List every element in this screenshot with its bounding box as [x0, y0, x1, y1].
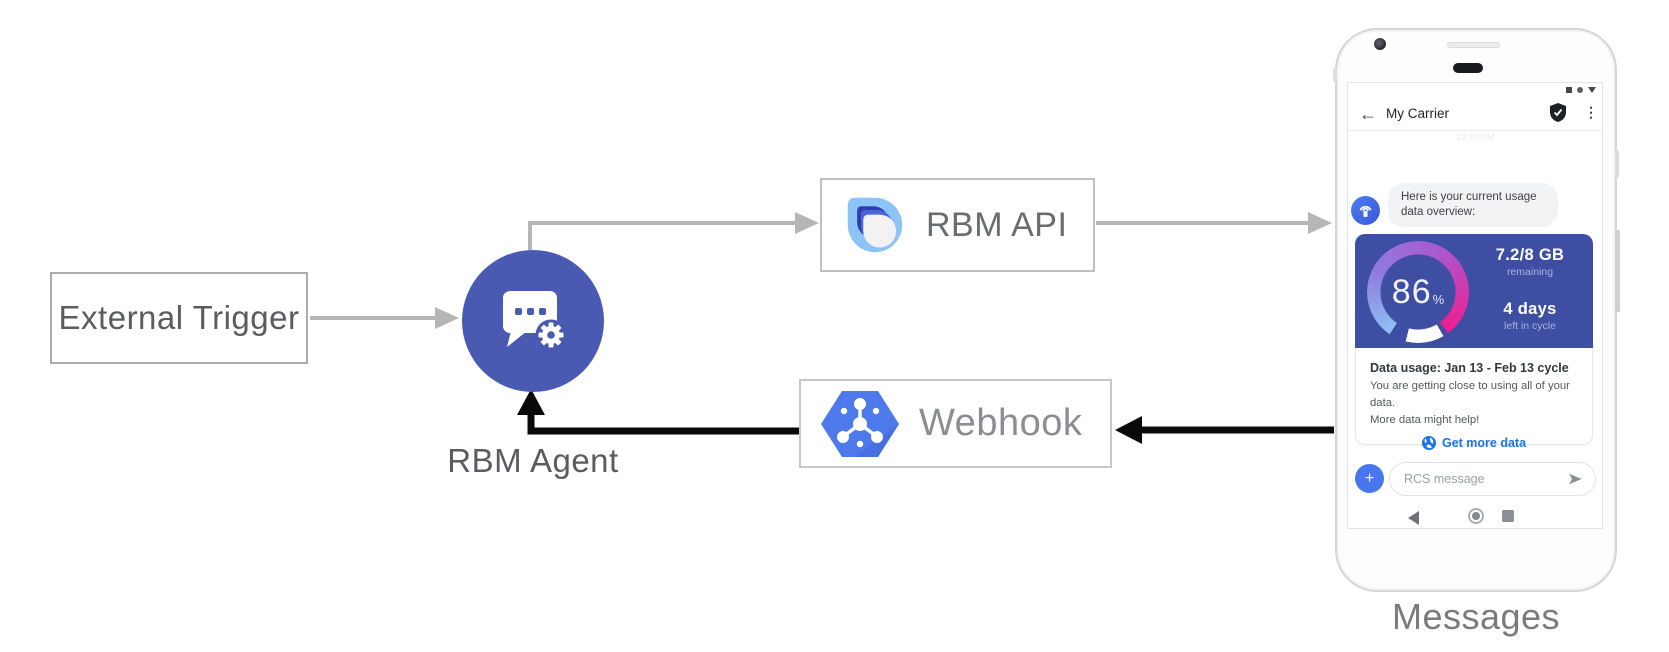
nav-back-button[interactable]: [1408, 511, 1419, 525]
back-button[interactable]: ←: [1359, 104, 1377, 124]
data-remaining-label: remaining: [1506, 266, 1554, 278]
node-external-trigger: External Trigger: [50, 272, 308, 364]
send-icon[interactable]: [1567, 471, 1583, 487]
usage-percent-value: 86: [1391, 272, 1432, 311]
sim-tray: [1333, 68, 1337, 82]
message-composer[interactable]: [1389, 462, 1596, 496]
usage-card-text-panel: Data usage: Jan 13 - Feb 13 cycle You ar…: [1355, 348, 1593, 450]
header-divider: [1348, 130, 1602, 131]
node-rbm-agent: [462, 250, 604, 392]
arrow-phone-to-webhook: [1115, 416, 1334, 444]
days-left-label: left in cycle: [1504, 320, 1556, 332]
usage-percent-symbol: %: [1432, 291, 1445, 307]
usage-donut-gauge: [1367, 241, 1469, 343]
get-more-data-action[interactable]: Get more data: [1370, 436, 1578, 450]
conversation-header: ← My Carrier ⋮: [1348, 101, 1602, 129]
bubble-line-1: Here is your current usage: [1401, 191, 1537, 203]
data-remaining-value: 7.2/8 GB: [1495, 246, 1565, 264]
rbm-api-label: RBM API: [926, 205, 1068, 244]
arrow-rbm-api-to-phone: [1096, 212, 1332, 234]
node-rbm-api: RBM API: [820, 178, 1095, 272]
add-attachment-button[interactable]: +: [1355, 464, 1384, 493]
agent-message-bubble: Here is your current usage data overview…: [1388, 183, 1558, 227]
status-bar: [1566, 87, 1596, 93]
usage-card-gauge-panel: 86 % 7.2/8 GB remaining 4 days left in c…: [1355, 234, 1593, 348]
overflow-menu-button[interactable]: ⋮: [1584, 104, 1598, 120]
globe-icon: [1421, 436, 1436, 450]
get-more-data-label[interactable]: Get more data: [1441, 436, 1527, 450]
usage-card-title: Data usage: Jan 13 - Feb 13 cycle: [1370, 361, 1569, 375]
arrow-external-trigger-to-agent: [310, 307, 459, 329]
usage-card-body-line-1: You are getting close to using all of yo…: [1370, 380, 1570, 409]
bubble-line-2: data overview:: [1401, 206, 1476, 218]
phone-caption: Messages: [1391, 596, 1561, 637]
volume-button: [1615, 150, 1619, 178]
earpiece: [1453, 63, 1483, 73]
nav-home-button[interactable]: [1468, 508, 1484, 524]
status-triangle-icon: [1588, 87, 1596, 93]
usage-rich-card: 86 % 7.2/8 GB remaining 4 days left in c…: [1355, 234, 1593, 450]
external-trigger-label: External Trigger: [58, 299, 300, 336]
conversation-title: My Carrier: [1386, 106, 1449, 121]
phone-screen: ← My Carrier ⋮ 12:30 PM Here is your cur…: [1347, 82, 1603, 529]
days-left-value: 4 days: [1503, 300, 1557, 318]
nav-recents-button[interactable]: [1502, 510, 1514, 522]
status-square-icon: [1566, 87, 1572, 93]
speaker-grille: [1447, 42, 1500, 48]
android-nav-bar: [1348, 507, 1602, 527]
usage-percent: 86 %: [1367, 241, 1469, 343]
pubsub-hexagon-icon: [821, 390, 899, 457]
usage-stats: 7.2/8 GB remaining 4 days left in cycle: [1473, 246, 1587, 332]
carrier-antenna-icon: [1359, 205, 1372, 217]
webhook-label: Webhook: [919, 402, 1083, 444]
agent-avatar: [1351, 196, 1380, 225]
rcs-message-input[interactable]: [1404, 472, 1567, 486]
chat-agent-icon: [503, 291, 567, 351]
verified-shield-icon: [1550, 103, 1566, 122]
usage-card-body-line-2: More data might help!: [1370, 414, 1480, 426]
arrow-webhook-to-agent: [517, 389, 799, 435]
node-webhook: Webhook: [799, 379, 1112, 468]
power-button: [1615, 230, 1620, 312]
arrow-agent-to-rbm-api: [528, 212, 819, 250]
phone-mockup: ← My Carrier ⋮ 12:30 PM Here is your cur…: [1333, 28, 1620, 592]
front-camera-icon: [1374, 38, 1386, 50]
rbm-agent-label: RBM Agent: [447, 442, 619, 479]
rbm-api-logo-icon: [847, 197, 903, 253]
status-dot-icon: [1577, 87, 1583, 93]
faint-timestamp: 12:30 PM: [1455, 132, 1495, 142]
